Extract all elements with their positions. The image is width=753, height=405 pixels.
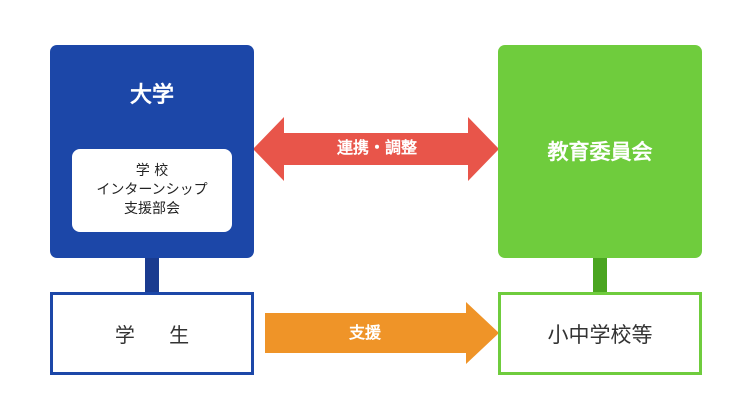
support-arrow — [265, 302, 499, 364]
board-schools-connector — [593, 258, 607, 294]
schools-box: 小中学校等 — [498, 292, 702, 375]
support-label: 支援 — [348, 323, 381, 342]
university-student-connector — [145, 258, 159, 294]
internship-committee-line-2: インターンシップ — [96, 182, 208, 198]
cooperation-double-arrow — [253, 117, 499, 181]
board-of-education-box: 教育委員会 — [498, 45, 702, 258]
university-title: 大学 — [129, 83, 174, 108]
internship-committee-line-3: 支援部会 — [124, 201, 180, 217]
student-box: 学 生 — [50, 292, 254, 375]
internship-committee-line-1: 学 校 — [135, 163, 169, 179]
schools-label: 小中学校等 — [547, 322, 653, 347]
board-of-education-title: 教育委員会 — [547, 140, 653, 164]
cooperation-label: 連携・調整 — [336, 138, 417, 157]
student-label: 学 生 — [114, 323, 204, 347]
internship-committee-box: 学 校 インターンシップ 支援部会 — [72, 149, 232, 232]
university-box: 大学 学 校 インターンシップ 支援部会 — [50, 45, 254, 258]
